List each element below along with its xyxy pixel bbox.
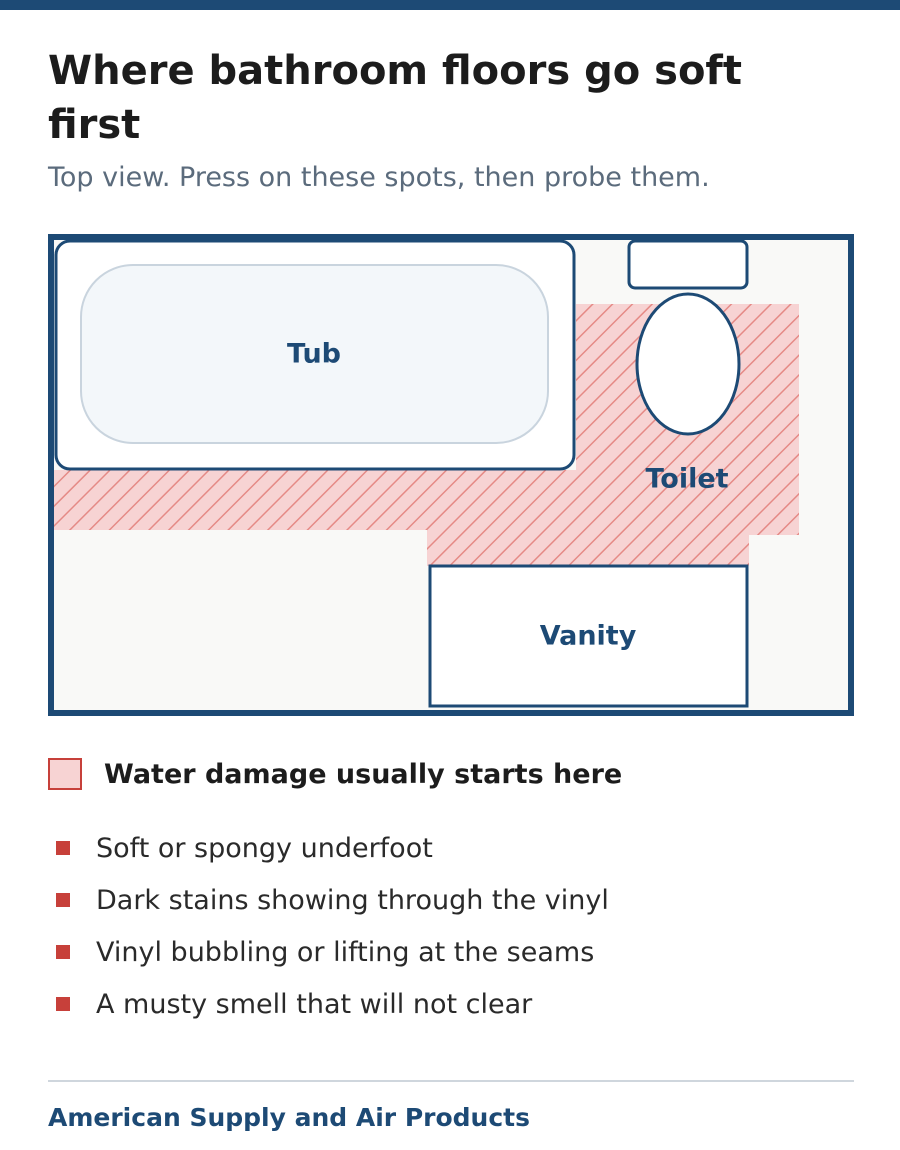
vanity [428,564,749,708]
list-item-text: Vinyl bubbling or lifting at the seams [96,936,595,968]
page-title: Where bathroom floors go soft first [48,48,742,148]
room-walls [48,234,854,716]
toilet-label: Toilet [645,464,728,495]
legend-label: Water damage usually starts here [104,758,623,790]
list-item: Dark stains showing through the vinyl [48,874,609,926]
legend-swatch [48,758,82,790]
bullet-square-icon [56,841,70,855]
list-item: A musty smell that will not clear [48,978,609,1030]
damage-zone-vanity-front [427,504,749,566]
legend: Water damage usually starts here [48,756,622,792]
list-item-text: Soft or spongy underfoot [96,832,433,864]
list-item: Vinyl bubbling or lifting at the seams [48,926,609,978]
bathroom-floor-plan: Tub Toilet Vanity [48,234,854,716]
bullet-square-icon [56,997,70,1011]
footer-divider [48,1080,854,1082]
toilet-tank [627,239,749,290]
warning-signs-list: Soft or spongy underfoot Dark stains sho… [48,822,609,1030]
bullet-square-icon [56,893,70,907]
page-subtitle: Top view. Press on these spots, then pro… [48,162,710,193]
footer-brand: American Supply and Air Products [48,1103,530,1132]
list-item-text: A musty smell that will not clear [96,988,533,1020]
bullet-square-icon [56,945,70,959]
tub-label: Tub [287,339,341,370]
list-item-text: Dark stains showing through the vinyl [96,884,609,916]
top-accent-bar [0,0,900,10]
tub-basin [80,264,549,444]
list-item: Soft or spongy underfoot [48,822,609,874]
vanity-label: Vanity [540,621,637,652]
toilet-bowl [635,292,741,436]
